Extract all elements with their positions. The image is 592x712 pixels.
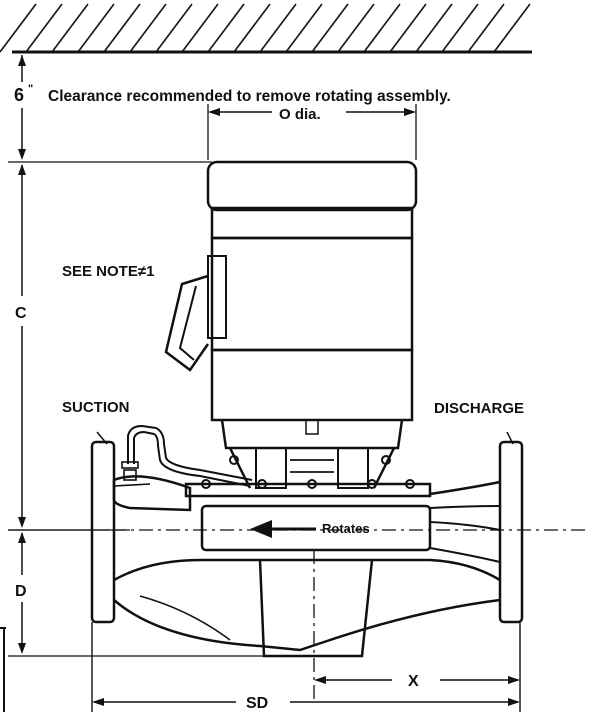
o-dia-dimension — [207, 104, 417, 160]
sd-label: SD — [246, 695, 268, 712]
suction-flange — [90, 431, 116, 624]
hatch-line — [415, 3, 453, 53]
x-dimension — [91, 622, 521, 712]
hatch-line — [259, 3, 297, 53]
discharge-flange — [498, 431, 524, 624]
suction-label: SUCTION — [62, 399, 130, 416]
hatch-line — [181, 3, 219, 53]
hatch-line — [155, 3, 193, 53]
sd-dimension — [92, 698, 520, 706]
d-dimension — [8, 532, 290, 657]
hatch-line — [0, 3, 37, 53]
hatch-line — [25, 3, 63, 53]
rotation-arrow-icon — [250, 520, 272, 538]
hatch-line — [389, 3, 427, 53]
clearance-inches-label: 6 — [14, 85, 24, 105]
c-label: C — [15, 305, 27, 322]
hatch-line — [233, 3, 271, 53]
clearance-note: Clearance recommended to remove rotating… — [48, 88, 451, 105]
gauge-tubing — [113, 424, 253, 487]
hatch-line — [207, 3, 245, 53]
pump-casing — [112, 475, 501, 658]
rotation-band — [200, 504, 432, 552]
hatch-line — [77, 3, 115, 53]
clearance-dimension — [8, 55, 212, 163]
hatch-line — [103, 3, 141, 53]
pedestal — [184, 447, 432, 498]
left-edge-box — [0, 627, 6, 712]
hatch-line — [311, 3, 349, 53]
hatch-line — [467, 3, 505, 53]
conduit-box — [164, 274, 210, 372]
see-note-label: SEE NOTE≠1 — [62, 263, 154, 280]
discharge-label: DISCHARGE — [434, 400, 524, 417]
inch-mark: " — [28, 83, 33, 95]
o-dia-label: O dia. — [279, 106, 321, 123]
rotates-label: Rotates — [322, 521, 370, 536]
hatch-line — [51, 3, 89, 53]
hatch-line — [129, 3, 167, 53]
hatch-line — [363, 3, 401, 53]
ceiling-hatch — [0, 3, 531, 53]
hatch-line — [493, 3, 531, 53]
hatch-line — [441, 3, 479, 53]
hatch-line — [285, 3, 323, 53]
c-dimension — [8, 164, 110, 531]
motor — [206, 160, 418, 450]
d-label: D — [15, 583, 27, 600]
hatch-line — [337, 3, 375, 53]
ceiling — [0, 3, 532, 54]
centerline — [8, 529, 586, 700]
x-label: X — [408, 673, 419, 690]
